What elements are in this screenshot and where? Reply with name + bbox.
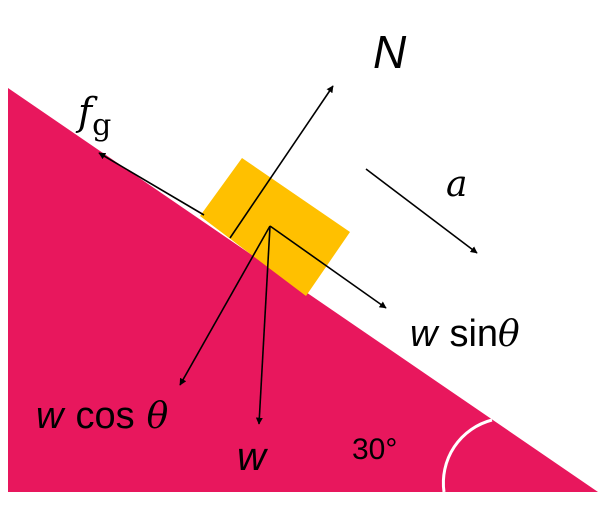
- angle-label: 30°: [352, 433, 397, 466]
- acceleration-arrow: [365, 168, 478, 254]
- w-cos-text: cos: [75, 395, 134, 437]
- w-cos-theta-symbol: θ: [147, 396, 169, 437]
- friction-arrow: [98, 152, 205, 216]
- weight-arrow: [255, 225, 271, 425]
- w-sin-text: sin: [449, 313, 498, 355]
- normal-force-arrow: [229, 85, 334, 239]
- friction-label-sub: g: [92, 108, 111, 143]
- angle-arc: [441, 418, 493, 493]
- w-cos-theta-arrow: [179, 225, 271, 386]
- w-sin-w: w: [410, 313, 440, 355]
- w-sin-theta-symbol: θ: [498, 314, 520, 355]
- weight-label: w: [237, 435, 269, 479]
- acceleration-label: a: [446, 164, 467, 205]
- friction-label: fg: [75, 90, 111, 143]
- w-cos-w: w: [36, 395, 66, 437]
- w-sin-theta-arrow: [269, 225, 387, 309]
- block: [200, 158, 350, 296]
- normal-force-label: N: [373, 26, 407, 78]
